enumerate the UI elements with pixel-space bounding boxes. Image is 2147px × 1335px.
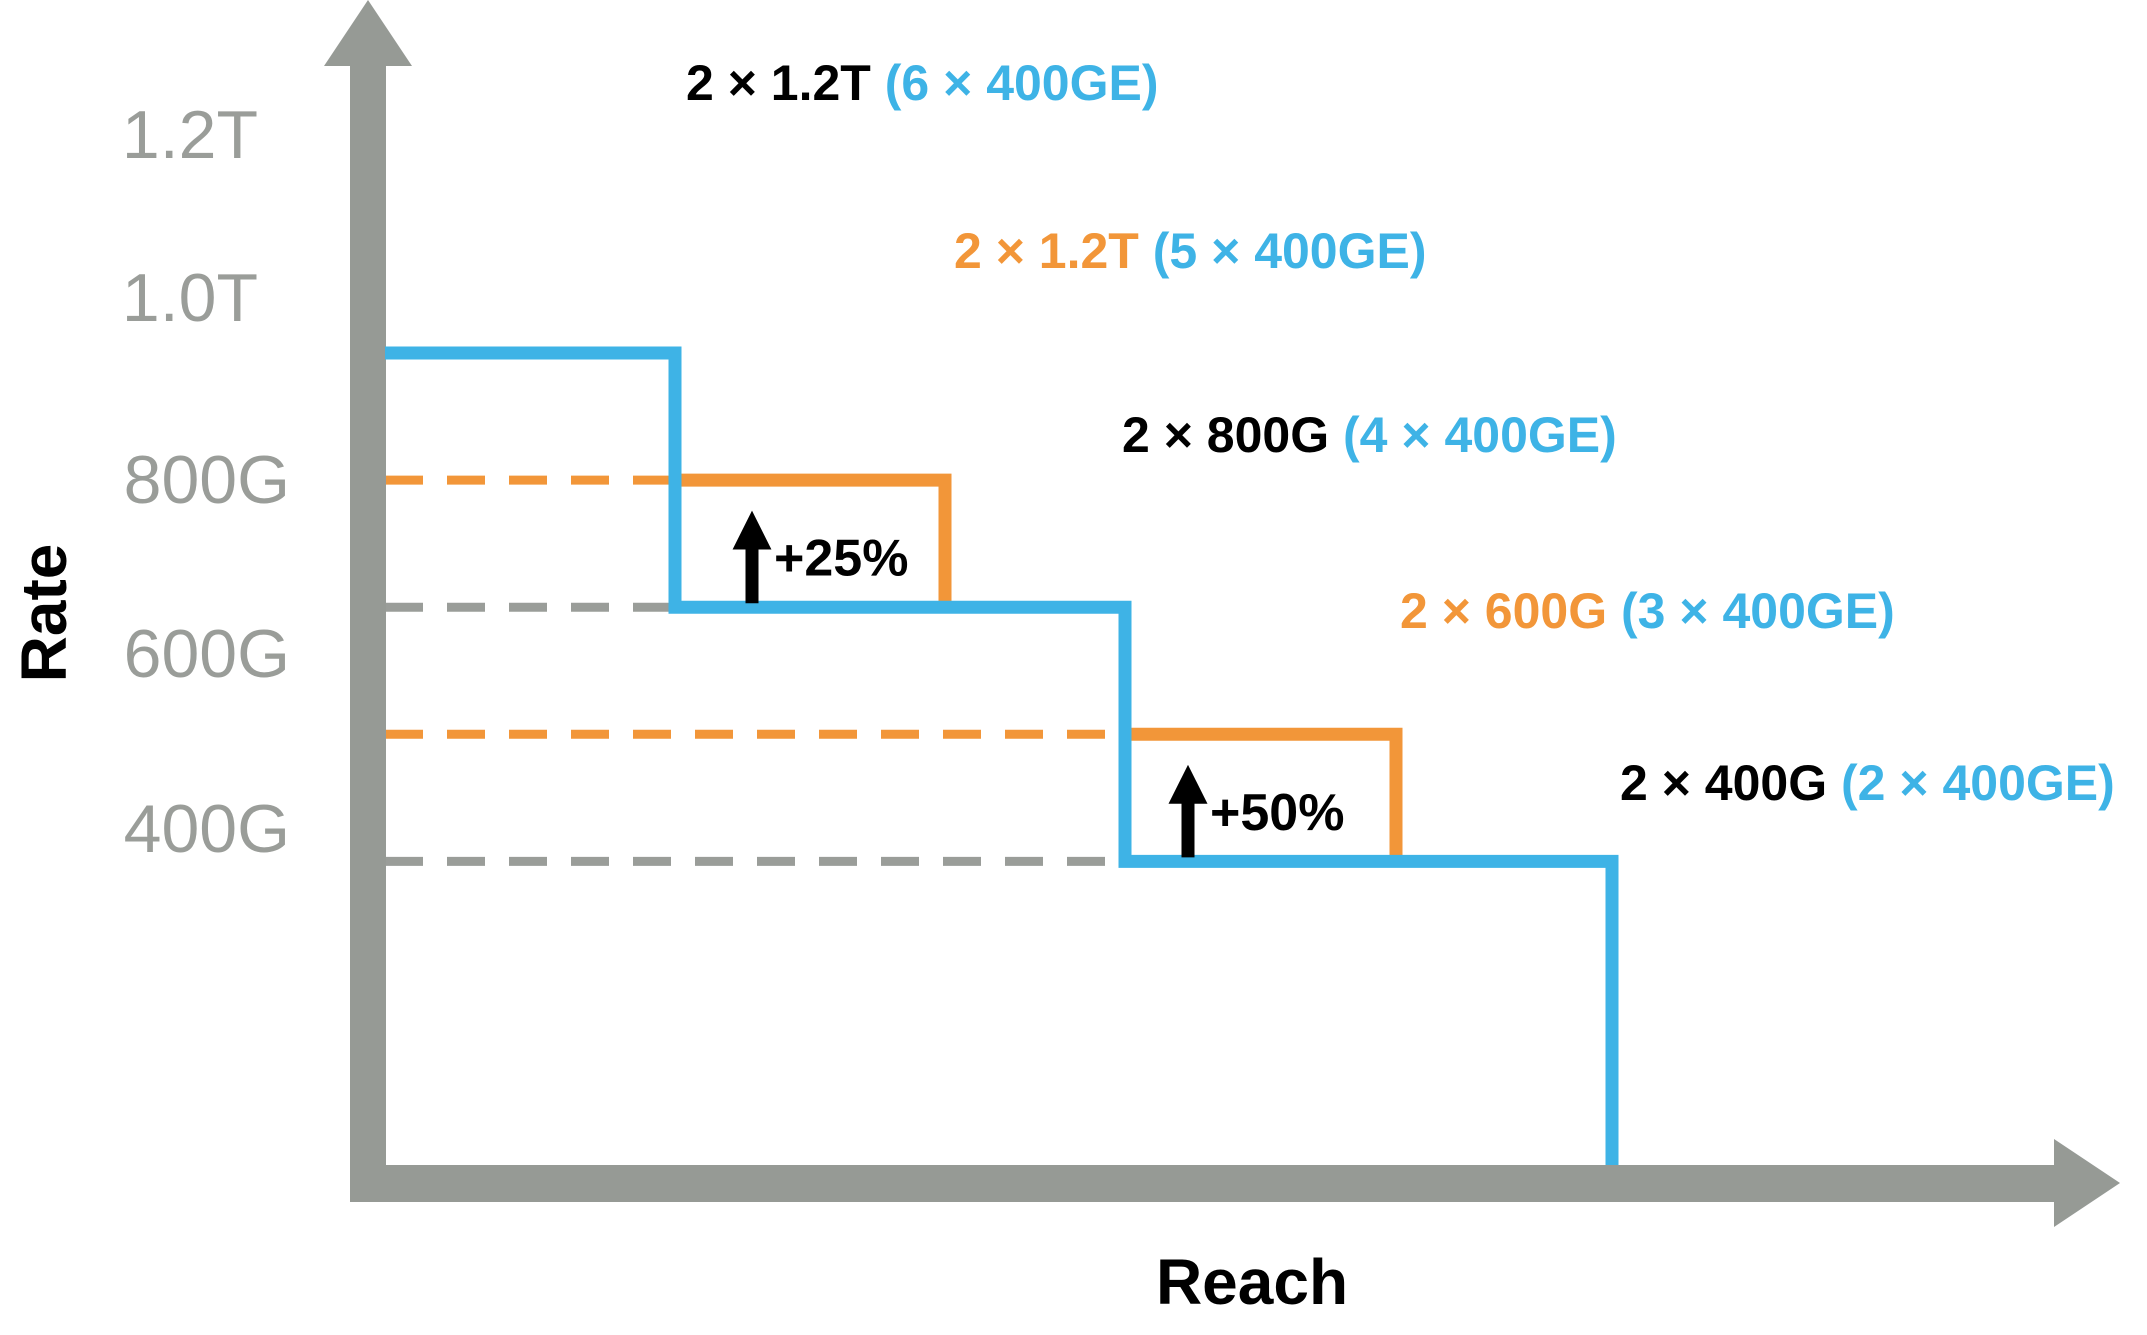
annotation-rate: 2 × 600G — [1400, 583, 1607, 639]
step-annotation-1-0: 2 × 1.2T (5 × 400GE) — [954, 223, 1427, 279]
y-axis — [350, 56, 386, 1202]
y-axis-title: Rate — [8, 544, 80, 683]
x-axis-arrowhead — [2054, 1139, 2120, 1227]
x-axis-title: Reach — [1156, 1246, 1348, 1318]
step-annotation-1-1: 2 × 600G (3 × 400GE) — [1400, 583, 1895, 639]
increase-arrows — [732, 510, 1208, 858]
annotation-rate: 2 × 1.2T — [686, 55, 871, 111]
step-annotation-0-1: 2 × 800G (4 × 400GE) — [1122, 407, 1617, 463]
increase-label-1: +25% — [774, 530, 908, 588]
series-lines — [385, 346, 1619, 1165]
annotation-gap — [1329, 407, 1343, 463]
annotation-gap — [1139, 223, 1153, 279]
increase-label-2: +50% — [1210, 784, 1344, 842]
step-annotation-0-2: 2 × 400G (2 × 400GE) — [1620, 755, 2115, 811]
blue-step-line — [385, 346, 1619, 1165]
chart-text: +25% +50% 400G 600G 800G 1.0T 1.2T Reach Rate 2 ×… — [8, 55, 2115, 1318]
y-tick-label-1-0t: 1.0T — [122, 260, 258, 336]
orange-step-2 — [1125, 727, 1403, 862]
axes — [324, 0, 2120, 1227]
annotation-ports: (5 × 400GE) — [1153, 223, 1427, 279]
annotation-gap — [1607, 583, 1621, 639]
step-annotation-0-0: 2 × 1.2T (6 × 400GE) — [686, 55, 1159, 111]
annotation-ports: (4 × 400GE) — [1343, 407, 1617, 463]
reference-dashes — [385, 475, 1125, 866]
y-axis-arrowhead — [324, 0, 412, 66]
annotation-ports: (2 × 400GE) — [1841, 755, 2115, 811]
annotation-ports: (6 × 400GE) — [885, 55, 1159, 111]
annotation-gap — [1827, 755, 1841, 811]
y-tick-label-800g: 800G — [124, 442, 290, 518]
y-tick-label-400g: 400G — [124, 791, 290, 867]
annotation-rate: 2 × 400G — [1620, 755, 1827, 811]
annotation-rate: 2 × 1.2T — [954, 223, 1139, 279]
x-axis — [350, 1165, 2065, 1202]
annotation-gap — [871, 55, 885, 111]
annotation-rate: 2 × 800G — [1122, 407, 1329, 463]
y-tick-label-600g: 600G — [124, 616, 290, 692]
y-tick-label-1-2t: 1.2T — [122, 97, 258, 173]
orange-step-1 — [675, 473, 952, 608]
annotation-ports: (3 × 400GE) — [1621, 583, 1895, 639]
